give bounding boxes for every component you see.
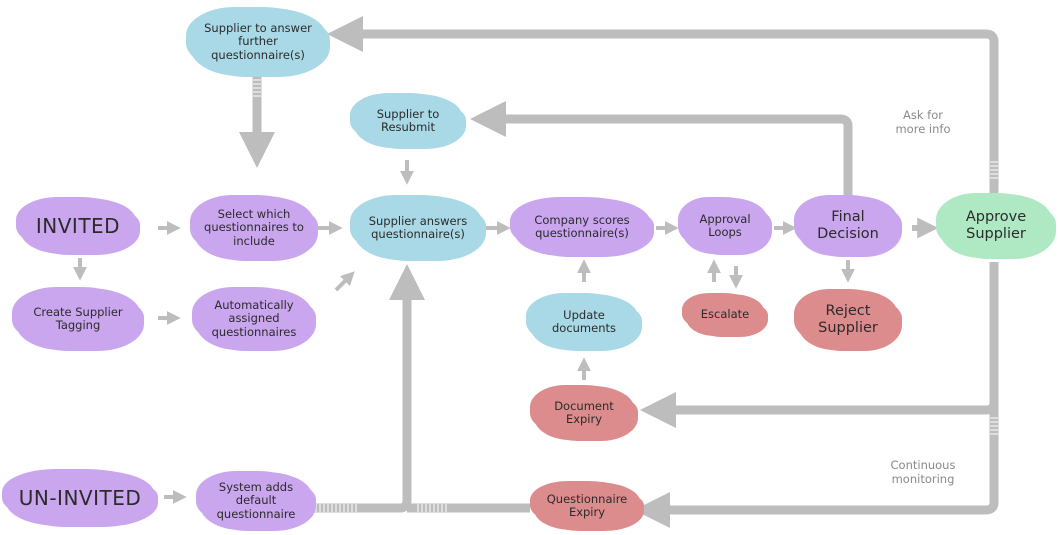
arrow-approve-to-questionnaire-expiry (634, 402, 999, 528)
node-create-tagging: Create Supplier Tagging (18, 290, 138, 348)
node-approve-supplier: Approve Supplier (942, 196, 1050, 256)
node-final-decision: Final Decision (800, 198, 896, 254)
node-approval-loops: Approval Loops (684, 200, 766, 252)
node-select-questionnaires: Select which questionnaires to include (196, 198, 312, 258)
note-continuous-monitoring: Continuous monitoring (890, 458, 956, 487)
node-reject-supplier: Reject Supplier (800, 292, 896, 348)
arrow-final-to-resubmit (470, 101, 853, 196)
node-uninvited: UN-INVITED (8, 472, 152, 524)
node-escalate: Escalate (688, 296, 762, 334)
node-company-scores: Company scores questionnaire(s) (516, 200, 648, 254)
note-ask-more-info: Ask for more info (895, 108, 951, 137)
node-resubmit: Supplier to Resubmit (356, 96, 460, 146)
arrow-system-to-answers (312, 264, 425, 513)
node-invited: INVITED (22, 200, 134, 252)
arrow-approve-to-further (327, 16, 999, 208)
node-questionnaire-expiry: Questionnaire Expiry (536, 484, 638, 528)
arrow-auto-to-answers (334, 271, 355, 292)
node-document-expiry: Document Expiry (536, 388, 632, 438)
node-auto-assigned: Automatically assigned questionnaires (198, 290, 310, 348)
node-further-questionnaires: Supplier to answer further questionnaire… (192, 10, 324, 74)
node-supplier-answers: Supplier answers questionnaire(s) (356, 198, 480, 258)
node-update-documents: Update documents (532, 296, 636, 348)
node-system-default: System adds default questionnaire (202, 474, 310, 528)
